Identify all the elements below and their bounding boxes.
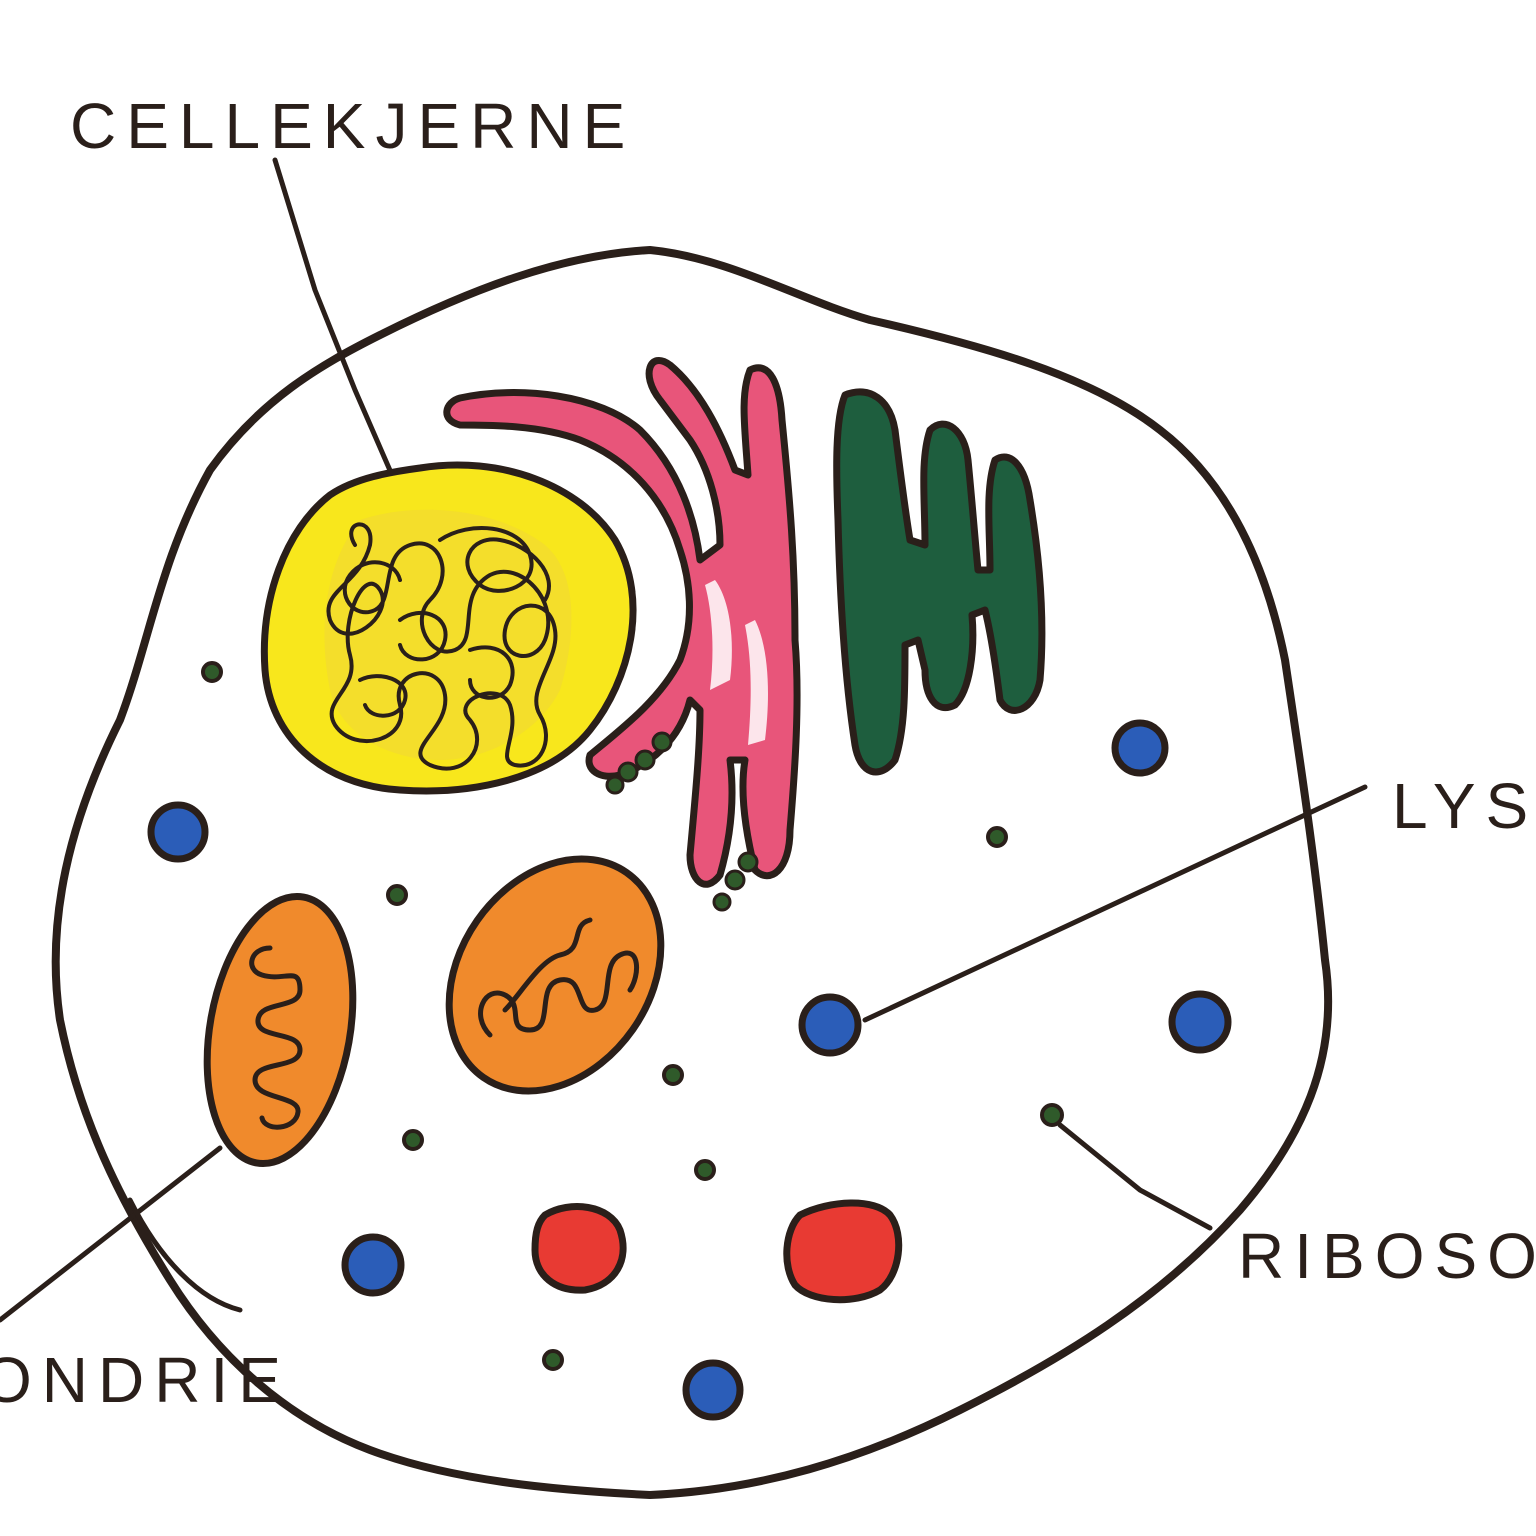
mitochondrion-left-cristae — [249, 945, 303, 1130]
nucleus-shading — [324, 509, 572, 760]
lysosome — [341, 1233, 405, 1297]
vesicle-icon — [531, 1199, 903, 1304]
vesicle-left — [531, 1203, 627, 1294]
chromatin — [326, 522, 558, 771]
ribosome — [386, 884, 408, 906]
er-inner-channel-2 — [745, 620, 768, 745]
er-ribosome — [634, 749, 656, 771]
vesicle-right — [783, 1199, 903, 1304]
ribosome — [694, 1159, 716, 1181]
lysosome-leader-line — [862, 784, 1368, 1023]
golgi-apparatus-icon — [833, 388, 1046, 776]
er-ribosome — [712, 892, 732, 912]
ribosome — [201, 661, 223, 683]
mitochondrion-leader-line-tail — [127, 1197, 243, 1313]
lysosome — [147, 801, 209, 863]
label-ribosome: RIBOSO — [1238, 1220, 1536, 1292]
mitochondrion-leader-line — [0, 1145, 223, 1323]
lysosome — [682, 1359, 744, 1421]
er-inner-channel — [705, 580, 732, 690]
er-body — [443, 357, 801, 888]
label-mitochondrion: ONDRIE — [0, 1344, 291, 1416]
mitochondrion-center-body — [445, 855, 665, 1095]
er-ribosome — [605, 775, 625, 795]
mitochondrion-icon — [203, 855, 665, 1168]
ribosome — [986, 826, 1008, 848]
mitochondrion-left-body — [203, 892, 357, 1168]
er-ribosome — [724, 869, 746, 891]
er-ribosome — [651, 731, 673, 753]
nucleus-leader-line — [272, 157, 395, 478]
lysosome-labeled — [798, 993, 862, 1057]
er-ribosome — [737, 851, 759, 873]
lysosome — [1111, 719, 1169, 777]
golgi-body — [833, 388, 1046, 776]
er-ribosome — [617, 761, 639, 783]
ribosome-icon — [201, 661, 1064, 1371]
lysosome-icon — [147, 719, 1232, 1421]
lysosome — [1168, 990, 1232, 1054]
ribosome — [662, 1064, 684, 1086]
cell-membrane — [51, 246, 1333, 1499]
chromatin-loops — [358, 526, 551, 718]
label-lysosome: LYS — [1392, 770, 1536, 842]
endoplasmic-reticulum-icon — [443, 357, 801, 912]
mitochondrion-center-cristae — [478, 917, 640, 1038]
ribosome — [542, 1349, 564, 1371]
ribosome-labeled — [1040, 1103, 1064, 1127]
ribosome-leader-line — [1057, 1122, 1213, 1231]
label-nucleus: CELLEKJERNE — [70, 90, 635, 162]
ribosome — [402, 1129, 424, 1151]
nucleus-icon — [260, 461, 637, 795]
